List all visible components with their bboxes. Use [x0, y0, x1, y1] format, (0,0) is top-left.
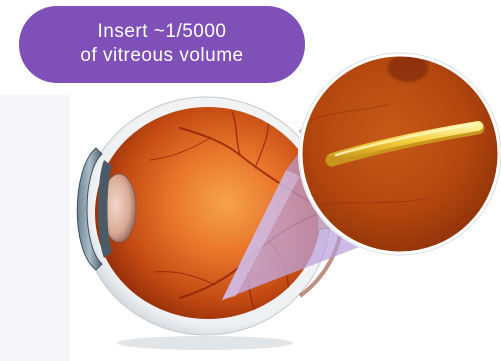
callout-line-1: Insert ~1/5000 [19, 20, 305, 44]
ground-shadow [117, 336, 293, 350]
callout-badge: Insert ~1/5000 of vitreous volume [19, 6, 305, 83]
callout-line-2: of vitreous volume [19, 44, 305, 68]
